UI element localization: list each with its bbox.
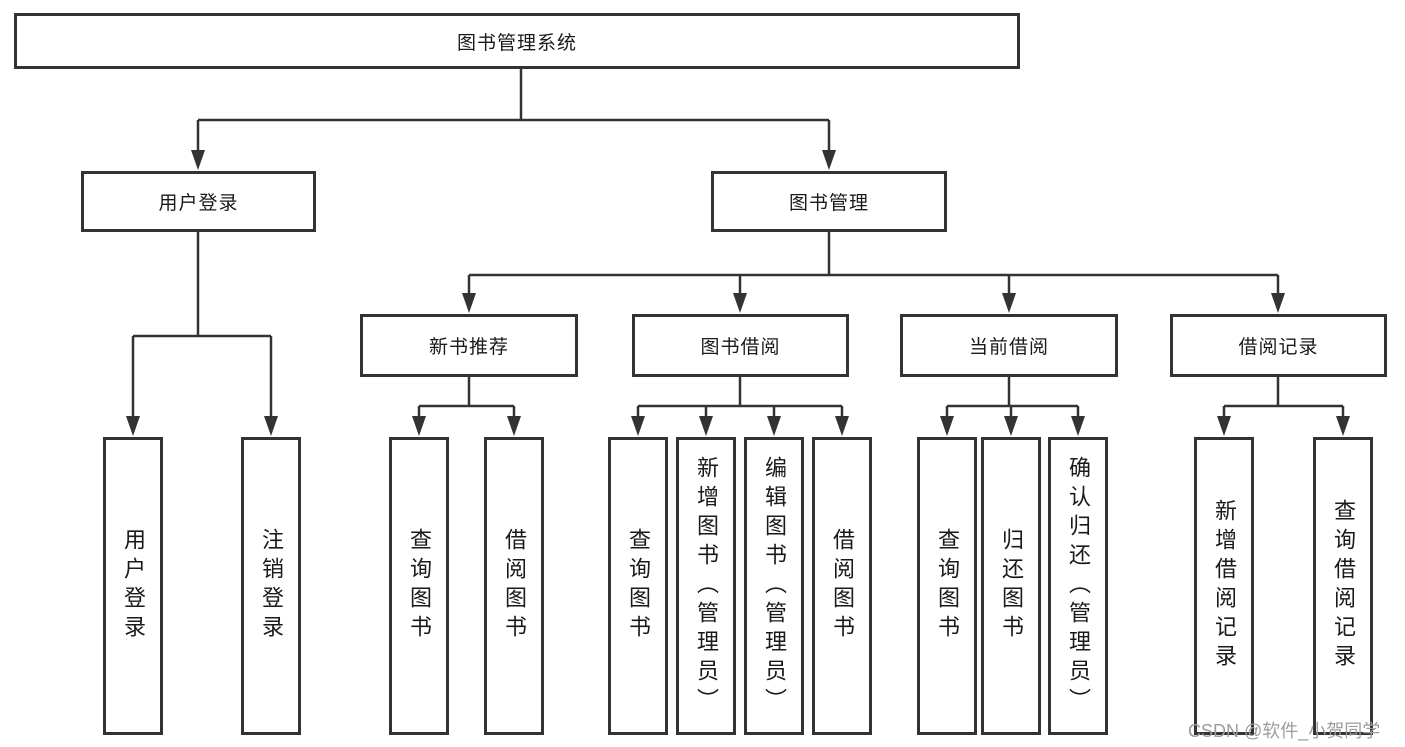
connector-new-book [417,377,516,421]
arrowhead [1336,416,1350,436]
leaf-query-borrow-record: 查询借阅记录 [1313,437,1373,735]
node-borrowing-records: 借阅记录 [1170,314,1387,377]
arrowhead [1217,416,1231,436]
node-current-borrowing: 当前借阅 [900,314,1118,377]
node-book-borrowing: 图书借阅 [632,314,849,377]
leaf-return-books: 归还图书 [981,437,1041,735]
connector-book-borrowing [636,377,844,421]
arrowhead [1002,293,1016,313]
leaf-add-books-admin: 新增图书（管理员） [676,437,736,735]
connector-book-management [467,232,1280,298]
leaf-borrow-books: 借阅图书 [812,437,872,735]
node-book-management: 图书管理 [711,171,947,232]
leaf-query-books-current: 查询图书 [917,437,977,735]
csdn-watermark: CSDN @软件_小贺同学 [1188,721,1381,741]
node-library-system: 图书管理系统 [14,13,1020,69]
arrowhead [1004,416,1018,436]
connector-user-login [131,232,273,421]
leaf-logout: 注销登录 [241,437,301,735]
arrowhead [412,416,426,436]
arrowhead [126,416,140,436]
leaf-borrow-books-recommend: 借阅图书 [484,437,544,735]
arrowhead [1271,293,1285,313]
arrowhead [1071,416,1085,436]
arrowhead [191,150,205,170]
arrowhead [699,416,713,436]
leaf-edit-books-admin: 编辑图书（管理员） [744,437,804,735]
connector-current-borrowing [945,377,1080,421]
leaf-query-books-borrowing: 查询图书 [608,437,668,735]
leaf-confirm-return-admin: 确认归还（管理员） [1048,437,1108,735]
arrowhead [631,416,645,436]
leaf-user-login: 用户登录 [103,437,163,735]
node-user-login: 用户登录 [81,171,316,232]
leaf-add-borrow-record: 新增借阅记录 [1194,437,1254,735]
arrowhead [507,416,521,436]
connector-borrowing-records [1222,377,1345,421]
arrowhead [733,293,747,313]
arrowhead [767,416,781,436]
connector-root [196,69,831,156]
arrowhead [940,416,954,436]
arrowhead [264,416,278,436]
leaf-query-books-recommend: 查询图书 [389,437,449,735]
node-new-book-recommend: 新书推荐 [360,314,578,377]
arrowhead [462,293,476,313]
arrowhead [822,150,836,170]
arrowhead [835,416,849,436]
